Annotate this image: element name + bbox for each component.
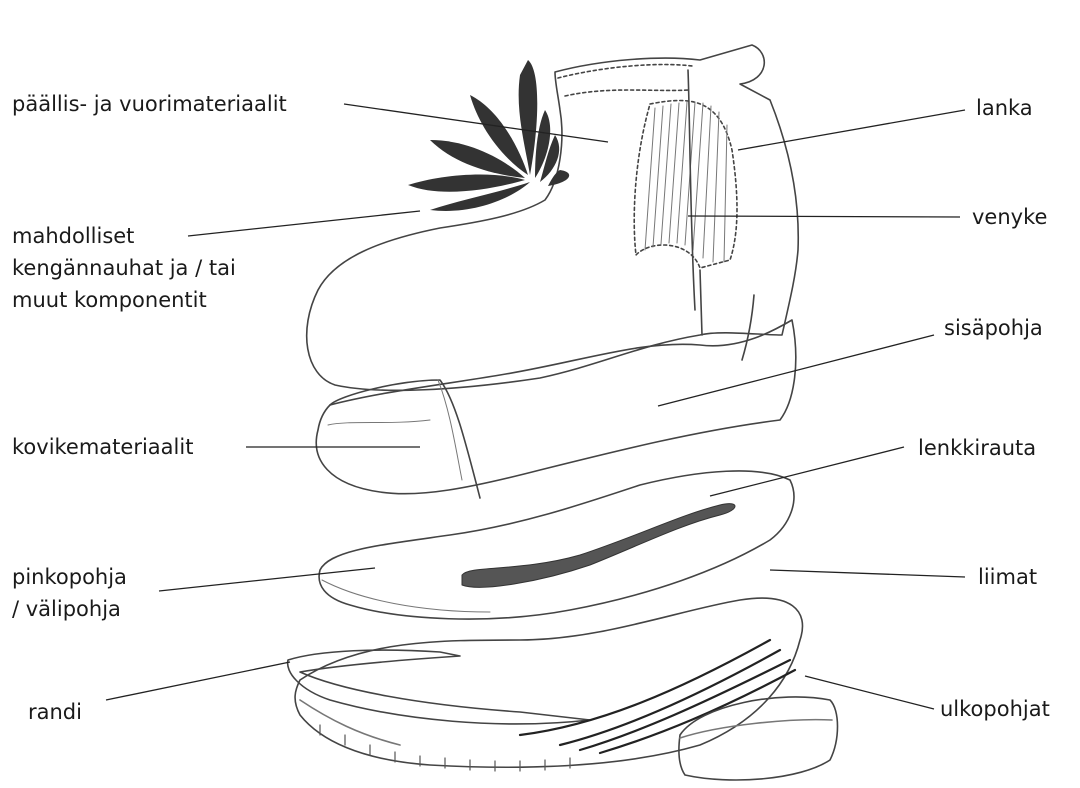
label-insole-line-2: / välipohja bbox=[12, 593, 127, 625]
label-laces-line-1: mahdolliset bbox=[12, 220, 236, 252]
label-sock: sisäpohja bbox=[944, 312, 1043, 344]
label-welt-text: randi bbox=[28, 696, 82, 728]
label-insole-line-1: pinkopohja bbox=[12, 561, 127, 593]
sock-lining bbox=[316, 320, 795, 494]
toe-counter bbox=[330, 380, 480, 498]
label-shank-text: lenkkirauta bbox=[918, 432, 1036, 464]
label-elastic-text: venyke bbox=[972, 201, 1047, 233]
label-laces-line-2: kengännauhat ja / tai bbox=[12, 252, 236, 284]
label-upper-materials: päällis- ja vuorimateriaalit bbox=[12, 88, 287, 120]
label-thread-text: lanka bbox=[976, 92, 1033, 124]
label-counter-text: kovikemateriaalit bbox=[12, 431, 193, 463]
label-laces-line-3: muut komponentit bbox=[12, 284, 236, 316]
label-glues-text: liimat bbox=[978, 561, 1037, 593]
label-upper-materials-text: päällis- ja vuorimateriaalit bbox=[12, 88, 287, 120]
welt-strip bbox=[288, 650, 590, 724]
label-glues: liimat bbox=[978, 561, 1037, 593]
label-thread: lanka bbox=[976, 92, 1033, 124]
label-insole: pinkopohja / välipohja bbox=[12, 561, 127, 625]
label-sock-text: sisäpohja bbox=[944, 312, 1043, 344]
label-outsoles: ulkopohjat bbox=[940, 693, 1050, 725]
label-outsoles-text: ulkopohjat bbox=[940, 693, 1050, 725]
label-counter: kovikemateriaalit bbox=[12, 431, 193, 463]
label-laces-components: mahdolliset kengännauhat ja / tai muut k… bbox=[12, 220, 236, 316]
label-shank: lenkkirauta bbox=[918, 432, 1036, 464]
steel-shank bbox=[462, 504, 735, 588]
label-elastic: venyke bbox=[972, 201, 1047, 233]
label-welt: randi bbox=[28, 696, 82, 728]
laces-plume bbox=[408, 60, 569, 211]
outsole bbox=[295, 598, 802, 767]
